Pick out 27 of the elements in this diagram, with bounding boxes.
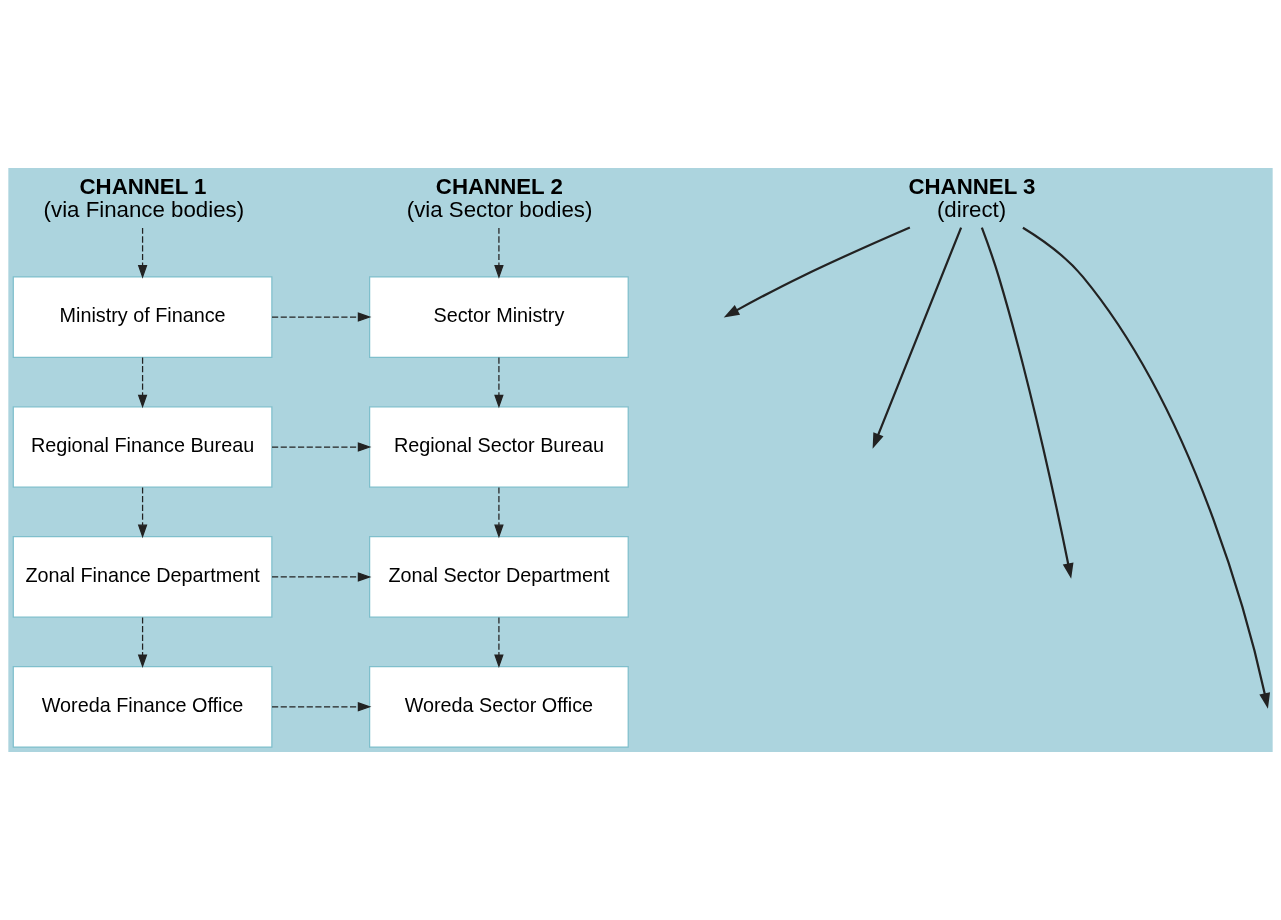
arrow [271,442,372,452]
arrow [137,357,148,409]
arrow [980,227,1074,579]
node-box: Zonal Sector Department [369,536,629,618]
node-box: Sector Ministry [369,276,629,358]
arrow [137,616,148,669]
arrow [137,486,148,539]
node-box: Regional Sector Bureau [369,406,629,488]
arrow [271,312,372,322]
node-box: Woreda Sector Office [369,666,629,748]
arrow [137,227,148,279]
node-text: CHANNEL 1 (via Finance bodies) [43,174,245,222]
node-box: Regional Finance Bureau [12,406,273,488]
node-box: Zonal Finance Department [12,536,273,618]
node-box: Woreda Finance Office [12,666,273,748]
arrow [1022,226,1271,709]
node-text: CHANNEL 2 (via Sector bodies) [406,174,593,222]
arrow [723,226,911,318]
arrow [494,227,504,279]
arrow [271,572,372,582]
arrow [494,357,504,409]
arrow [271,702,372,712]
node-box: Ministry of Finance [12,276,273,358]
node-text: CHANNEL 3 (direct) [908,174,1036,222]
arrow [872,227,963,449]
arrow [494,486,504,539]
arrow [494,616,504,669]
